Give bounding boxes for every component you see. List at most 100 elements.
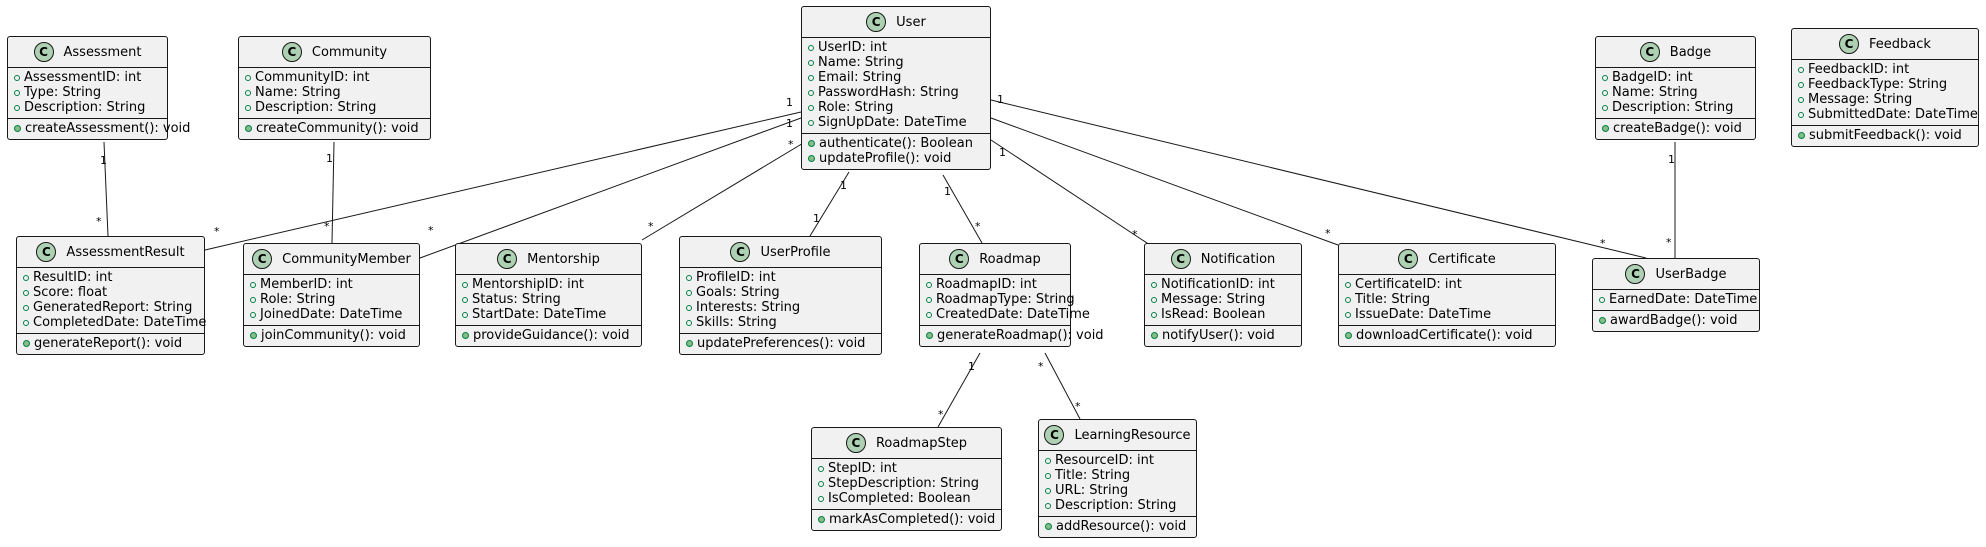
attribute-text: ResultID: int [33,270,113,285]
class-stereotype-icon: C [1639,42,1660,62]
public-visibility-icon [462,281,468,288]
attribute-text: CompletedDate: DateTime [33,315,207,330]
public-method-icon [14,125,21,132]
attribute-text: URL: String [1055,483,1129,498]
public-visibility-icon [250,311,256,318]
public-visibility-icon [1345,311,1351,318]
method-text: createBadge(): void [1613,121,1742,136]
class-stereotype-icon: C [252,249,273,269]
methods-section: markAsCompleted(): void [812,509,1001,530]
attribute-text: IsRead: Boolean [1161,307,1266,322]
multiplicity-label: * [1666,236,1672,249]
public-visibility-icon [808,59,814,66]
attribute: JoinedDate: DateTime [250,307,415,322]
public-visibility-icon [1345,296,1351,303]
association-user-certificate [990,117,1339,246]
public-visibility-icon [926,296,932,303]
attributes-section: EarnedDate: DateTime [1593,290,1759,310]
public-visibility-icon [23,274,29,281]
public-method-icon [462,332,469,339]
method: joinCommunity(): void [250,328,415,343]
attribute: FeedbackID: int [1798,62,1974,77]
attribute-text: NotificationID: int [1161,277,1275,292]
attribute-text: Role: String [818,100,894,115]
attribute: Message: String [1151,292,1297,307]
class-stereotype-icon: C [281,42,302,62]
class-stereotype-icon: C [1044,425,1065,445]
attribute-text: Description: String [1055,498,1177,513]
attribute-text: SignUpDate: DateTime [818,115,967,130]
multiplicity-label: * [975,220,981,233]
association-user-assessment-result [204,111,802,251]
class-name: AssessmentResult [66,244,185,260]
attribute-text: RoadmapType: String [936,292,1075,307]
multiplicity-label: * [1600,237,1606,250]
attribute: Title: String [1045,468,1192,483]
method-text: authenticate(): Boolean [819,136,973,151]
class-stereotype-icon: C [1839,34,1860,54]
method: notifyUser(): void [1151,328,1297,343]
public-visibility-icon [14,74,20,81]
public-visibility-icon [1045,502,1051,509]
methods-section: awardBadge(): void [1593,310,1759,331]
attribute-text: Name: String [1612,85,1698,100]
class-stereotype-icon: C [497,249,518,269]
multiplicity-label: 1 [786,117,793,130]
attribute-text: ResourceID: int [1055,453,1154,468]
public-visibility-icon [1602,104,1608,111]
public-visibility-icon [1602,89,1608,96]
attribute-text: FeedbackID: int [1808,62,1910,77]
public-visibility-icon [245,104,251,111]
public-method-icon [808,140,815,147]
method: authenticate(): Boolean [808,136,986,151]
public-visibility-icon [1798,66,1804,73]
public-visibility-icon [23,304,29,311]
attribute-text: Description: String [24,100,146,115]
attribute: Description: String [1045,498,1192,513]
attribute: ResourceID: int [1045,453,1192,468]
association-user-user-profile [809,171,850,237]
attribute-text: Message: String [1808,92,1913,107]
attribute: Role: String [250,292,415,307]
methods-section: joinCommunity(): void [244,325,419,346]
class-name: Assessment [63,44,142,60]
attribute-text: Email: String [818,70,902,85]
attribute: CertificateID: int [1345,277,1551,292]
public-visibility-icon [1345,281,1351,288]
attribute: ResultID: int [23,270,200,285]
methods-section: updatePreferences(): void [680,333,881,354]
public-method-icon [1345,332,1352,339]
public-visibility-icon [1798,81,1804,88]
public-visibility-icon [1045,457,1051,464]
methods-section: createBadge(): void [1596,118,1755,139]
attribute: Skills: String [686,315,877,330]
method: markAsCompleted(): void [818,512,997,527]
class-stereotype-icon: C [866,12,887,32]
public-visibility-icon [23,289,29,296]
method-text: notifyUser(): void [1162,328,1275,343]
multiplicity-label: * [648,220,654,233]
attribute: Score: float [23,285,200,300]
public-visibility-icon [686,319,692,326]
attribute-text: UserID: int [818,40,887,55]
public-method-icon [808,155,815,162]
